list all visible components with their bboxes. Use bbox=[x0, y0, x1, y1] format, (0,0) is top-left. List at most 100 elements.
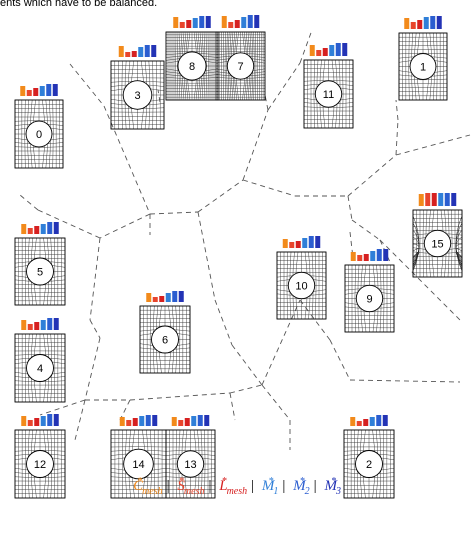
mesh-hole bbox=[423, 229, 452, 258]
mesh-label: 4 bbox=[37, 363, 43, 375]
voronoi-edge bbox=[119, 399, 131, 421]
voronoi-edge bbox=[347, 195, 353, 221]
mesh-hole bbox=[355, 450, 383, 478]
metric-bar bbox=[165, 293, 171, 302]
mesh-thumbnail-5: 5 bbox=[14, 222, 66, 306]
legend-separator: | bbox=[208, 478, 212, 494]
legend: C*mesh| S*mesh| L*mesh| M*1| M*2| M*3 bbox=[0, 476, 474, 497]
mesh-label: 3 bbox=[134, 90, 140, 102]
mesh-label: 8 bbox=[189, 61, 195, 73]
metric-bar bbox=[289, 242, 295, 248]
metric-bar bbox=[34, 418, 40, 426]
mesh-hole bbox=[355, 284, 384, 313]
metric-bar bbox=[131, 51, 137, 57]
metric-bar bbox=[356, 421, 362, 426]
metric-bar bbox=[309, 45, 315, 56]
metric-bar bbox=[132, 418, 138, 426]
voronoi-edge bbox=[349, 379, 461, 383]
legend-item-c-mesh: C*mesh bbox=[133, 476, 163, 497]
metric-bar bbox=[228, 22, 234, 28]
mesh-label: 2 bbox=[366, 459, 372, 471]
metric-bar bbox=[53, 318, 59, 330]
voronoi-edge bbox=[231, 344, 263, 386]
mesh-label: 11 bbox=[323, 89, 334, 101]
voronoi-edge bbox=[229, 392, 236, 421]
mesh-hole bbox=[177, 51, 207, 81]
voronoi-edge bbox=[129, 392, 231, 401]
metric-bar bbox=[125, 52, 131, 57]
voronoi-edge bbox=[84, 337, 101, 401]
metric-bar bbox=[152, 415, 158, 426]
voronoi-edge bbox=[347, 154, 397, 197]
metric-bar bbox=[423, 17, 429, 29]
mesh-label: 6 bbox=[162, 335, 168, 347]
mesh-hole bbox=[176, 450, 205, 478]
metric-bar bbox=[430, 16, 436, 29]
mesh-thumbnail-0: 0 bbox=[14, 84, 64, 169]
metric-bar bbox=[438, 193, 444, 206]
metric-bar bbox=[254, 15, 260, 28]
mesh-hole bbox=[25, 120, 53, 148]
metric-bar bbox=[20, 86, 26, 96]
mesh-label: 12 bbox=[34, 459, 46, 471]
mesh-label: 0 bbox=[36, 129, 42, 141]
voronoi-edge bbox=[395, 99, 399, 121]
legend-separator: | bbox=[251, 478, 255, 494]
metric-bar bbox=[53, 222, 59, 234]
legend-item-s-mesh: S*mesh bbox=[177, 476, 205, 497]
voronoi-edge bbox=[264, 94, 269, 111]
voronoi-edge bbox=[99, 213, 151, 239]
mesh-thumbnail-3: 3 bbox=[110, 45, 165, 130]
metric-bar bbox=[47, 222, 53, 234]
mesh-label: 10 bbox=[295, 281, 307, 293]
metric-bar bbox=[451, 193, 457, 206]
voronoi-edge bbox=[69, 63, 105, 107]
metric-bar bbox=[221, 16, 227, 28]
metric-bar bbox=[40, 320, 46, 330]
caption-fragment: ents which have to be balanced. bbox=[0, 0, 158, 9]
mesh-label: 9 bbox=[366, 294, 372, 306]
metric-bar bbox=[199, 16, 205, 28]
voronoi-edge bbox=[214, 299, 233, 346]
metric-bar bbox=[21, 224, 27, 234]
voronoi-edge bbox=[299, 29, 313, 64]
metric-bar bbox=[119, 417, 125, 426]
legend-item-m2: M*2 bbox=[293, 476, 310, 497]
metric-bar bbox=[138, 47, 144, 57]
mesh-hole bbox=[123, 448, 154, 480]
metric-bar bbox=[425, 193, 431, 206]
metric-bar bbox=[144, 45, 150, 57]
metric-bar bbox=[369, 417, 375, 426]
metric-bar bbox=[47, 414, 53, 426]
metric-bar bbox=[370, 251, 376, 261]
metric-bar bbox=[241, 17, 247, 28]
legend-item-l-mesh: L*mesh bbox=[219, 476, 248, 497]
metric-bar bbox=[21, 416, 27, 426]
metric-bar bbox=[342, 43, 348, 56]
metric-bar bbox=[295, 241, 301, 248]
metric-bar bbox=[33, 88, 39, 96]
mesh-label: 7 bbox=[237, 61, 243, 73]
metric-bar bbox=[178, 291, 184, 302]
mesh-thumbnail-2: 2 bbox=[343, 415, 395, 499]
metric-bar bbox=[197, 415, 203, 426]
metric-bar bbox=[329, 45, 335, 56]
metric-bar bbox=[247, 15, 253, 28]
metric-bar bbox=[40, 416, 46, 426]
metric-bar bbox=[39, 86, 45, 96]
metric-bar bbox=[146, 293, 152, 302]
metric-bar bbox=[40, 224, 46, 234]
metric-bar bbox=[431, 193, 437, 206]
metric-bar bbox=[52, 84, 58, 96]
metric-bar bbox=[410, 22, 416, 29]
mesh-thumbnail-12: 12 bbox=[14, 414, 66, 499]
metric-bar bbox=[308, 236, 314, 248]
metric-bar bbox=[376, 415, 382, 426]
metric-bar bbox=[350, 417, 356, 426]
mesh-hole bbox=[122, 80, 153, 110]
voronoi-edge bbox=[242, 109, 269, 181]
legend-separator: | bbox=[282, 478, 286, 494]
metric-bar bbox=[302, 238, 308, 248]
metric-bar bbox=[179, 22, 185, 28]
metric-bar bbox=[234, 20, 240, 28]
